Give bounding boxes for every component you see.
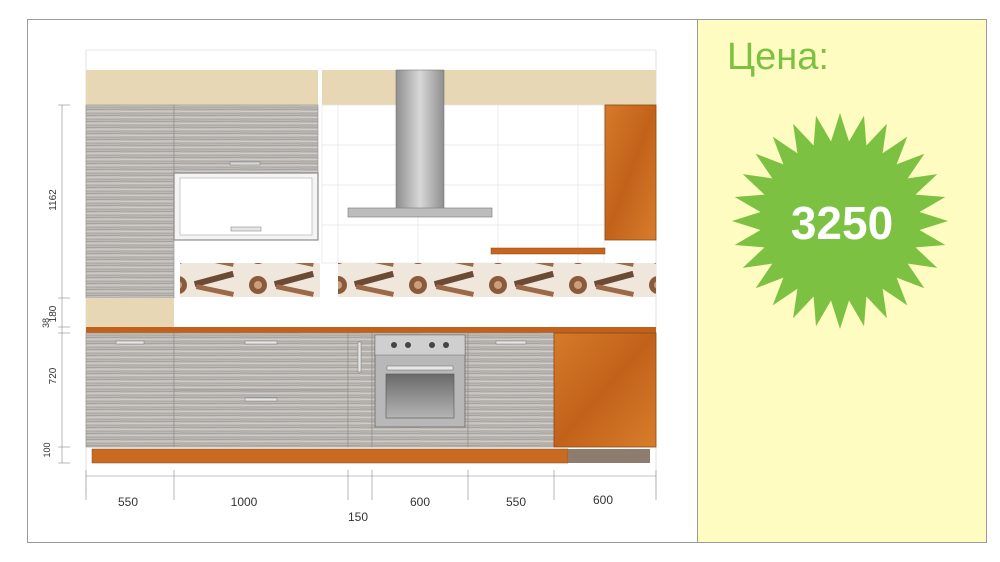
height-label-720: 720: [48, 367, 59, 384]
width-label-550-right: 550: [506, 495, 526, 509]
height-label-180: 180: [48, 305, 59, 322]
width-label-600-oven: 600: [410, 495, 430, 509]
lower-cabinet-550-right: [467, 332, 555, 448]
width-label-600-wood: 600: [593, 493, 613, 507]
oven-knobs: [391, 342, 449, 348]
backsplash-right: [498, 263, 656, 297]
glass-cabinet-handle: [230, 226, 262, 232]
height-label-38: 38: [41, 318, 51, 328]
upper-cabinet: [173, 104, 319, 174]
wood-shelf: [490, 247, 606, 255]
width-label-150: 150: [348, 510, 368, 524]
oven-door-handle: [386, 365, 454, 371]
lower-wood-cabinet: [553, 332, 657, 448]
height-label-1162: 1162: [48, 189, 59, 211]
top-panel-right: [444, 70, 656, 105]
backsplash-left: [180, 263, 320, 297]
upper-wood-cabinet: [604, 104, 657, 241]
hood-chimney: [395, 69, 445, 211]
tall-cabinet-base: [86, 298, 174, 328]
price-value: 3250: [790, 197, 894, 249]
height-dimension-line: [58, 104, 70, 464]
upper-cabinet-handle: [229, 161, 261, 166]
lower-cabinet-550-handle: [115, 340, 145, 345]
glass-cabinet-inner: [179, 177, 313, 236]
backsplash-mid: [338, 263, 498, 297]
hood-canopy: [347, 207, 493, 218]
tall-cabinet: [85, 104, 175, 299]
width-dimension-line: [85, 470, 657, 500]
width-label-1000: 1000: [231, 495, 258, 509]
drawer-handle-bottom: [244, 397, 278, 402]
top-panel-mid: [322, 70, 397, 105]
kitchen-drawing: 1162 180 38 720 100 550 1000 150 600 550…: [41, 49, 657, 524]
plinth: [91, 448, 569, 464]
starburst-badge: [732, 113, 948, 329]
countertop: [86, 327, 656, 333]
drawer-handle-top: [244, 340, 278, 345]
oven-panel: [374, 334, 466, 356]
height-label-100: 100: [42, 442, 52, 457]
plinth-gray: [568, 449, 650, 463]
price-label: Цена:: [727, 36, 829, 78]
lower-cabinet-550-right-handle: [495, 340, 527, 345]
wall-tiles: [321, 104, 605, 264]
top-panel-left: [86, 70, 318, 105]
lower-cabinet-550: [85, 332, 175, 448]
oven-window: [385, 373, 455, 419]
lower-cabinet-150-handle: [357, 341, 362, 373]
width-label-550-left: 550: [118, 495, 138, 509]
